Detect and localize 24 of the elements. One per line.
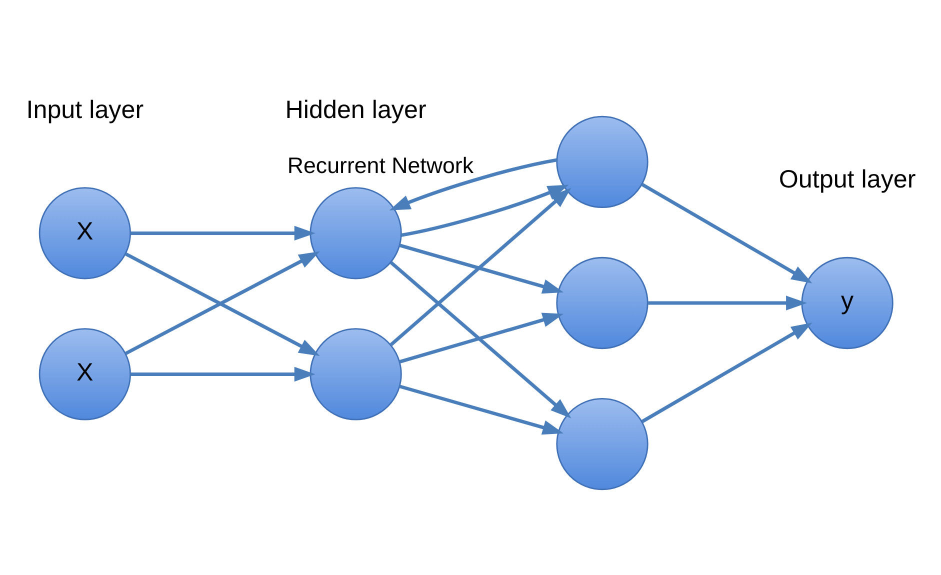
label: Hidden layer bbox=[284, 95, 426, 124]
arrow bbox=[640, 322, 812, 423]
arrow bbox=[398, 243, 564, 294]
arrow bbox=[389, 260, 571, 418]
arrow bbox=[648, 295, 807, 310]
label: Output layer bbox=[778, 165, 916, 194]
arrow bbox=[640, 182, 812, 283]
node-circle bbox=[309, 328, 402, 420]
arrow bbox=[130, 366, 315, 382]
label: Input layer bbox=[26, 95, 144, 124]
arrow bbox=[130, 225, 315, 240]
edge-label: Recurrent Network bbox=[286, 152, 474, 178]
node-circle bbox=[556, 397, 648, 490]
arrow bbox=[398, 312, 564, 363]
node-circle: X bbox=[38, 328, 130, 420]
arrow bbox=[388, 158, 557, 210]
node-circle: X bbox=[38, 186, 130, 279]
arrow bbox=[400, 184, 568, 236]
arrow bbox=[398, 384, 564, 434]
node-circle bbox=[556, 256, 648, 349]
arrow bbox=[389, 187, 571, 346]
node-circle bbox=[309, 186, 402, 279]
node-circle: y bbox=[800, 256, 893, 349]
node-circle bbox=[556, 115, 648, 208]
